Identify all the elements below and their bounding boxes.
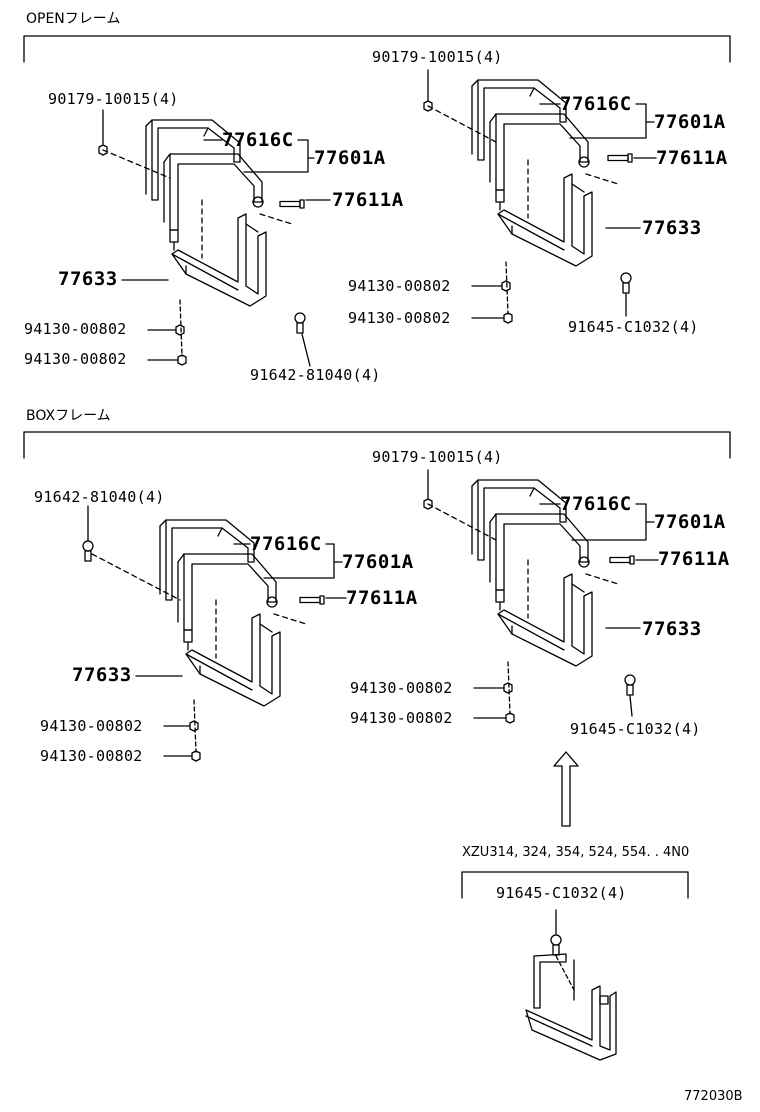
part-label: 91645-C1032(4) [496,884,627,902]
part-label: 77633 [72,664,132,686]
open-left-nut-a [175,324,185,336]
part-label: 77601A [654,111,726,133]
part-label: 77633 [642,217,702,239]
part-label: 91645-C1032(4) [570,720,701,738]
part-label: 90179-10015(4) [48,90,179,108]
part-label: 77616C [222,129,294,151]
box-section-title: BOXフレーム [26,408,111,424]
part-label: 77616C [250,533,322,555]
part-label: 94130-00802 [350,709,453,727]
part-label: 91642-81040(4) [34,488,165,506]
open-section-bracket [23,35,731,63]
open-right-bolt [620,272,632,294]
box-left-nut-a [189,720,199,732]
open-left-pin [279,199,305,209]
part-label: 91642-81040(4) [250,366,381,384]
box-right-nut-a [503,682,513,694]
part-label: 94130-00802 [40,747,143,765]
part-label: 77611A [346,587,418,609]
part-label: 77616C [560,93,632,115]
part-label: 77601A [654,511,726,533]
box-right-pin [609,555,635,565]
part-label: 77601A [314,147,386,169]
part-label: 77633 [642,618,702,640]
box-right-bolt [624,674,636,696]
part-label: 77616C [560,493,632,515]
box-left-bolt [82,540,94,562]
up-arrow-icon [553,751,579,827]
part-label: 77611A [332,189,404,211]
part-label: 91645-C1032(4) [568,318,699,336]
open-left-bolt [294,312,306,334]
part-label: 77601A [342,551,414,573]
part-label: 94130-00802 [348,277,451,295]
part-label: 94130-00802 [24,350,127,368]
variant-detail-sketch [525,909,617,1061]
part-label: 77633 [58,268,118,290]
box-left-pin [299,595,325,605]
part-label: 94130-00802 [40,717,143,735]
open-right-nut-a [501,280,511,292]
part-label: 94130-00802 [24,320,127,338]
open-right-pin [607,153,633,163]
part-label: 77611A [656,147,728,169]
box-section-bracket [23,431,731,459]
part-label: 94130-00802 [348,309,451,327]
variant-model-note: XZU314, 324, 354, 524, 554. . 4N0 [462,845,690,860]
variant-bracket [461,871,689,899]
part-label: 77611A [658,548,730,570]
part-label: 90179-10015(4) [372,48,503,66]
open-section-title: OPENフレーム [26,11,121,27]
part-label: 94130-00802 [350,679,453,697]
drawing-id: 772030B [684,1089,743,1104]
part-label: 90179-10015(4) [372,448,503,466]
